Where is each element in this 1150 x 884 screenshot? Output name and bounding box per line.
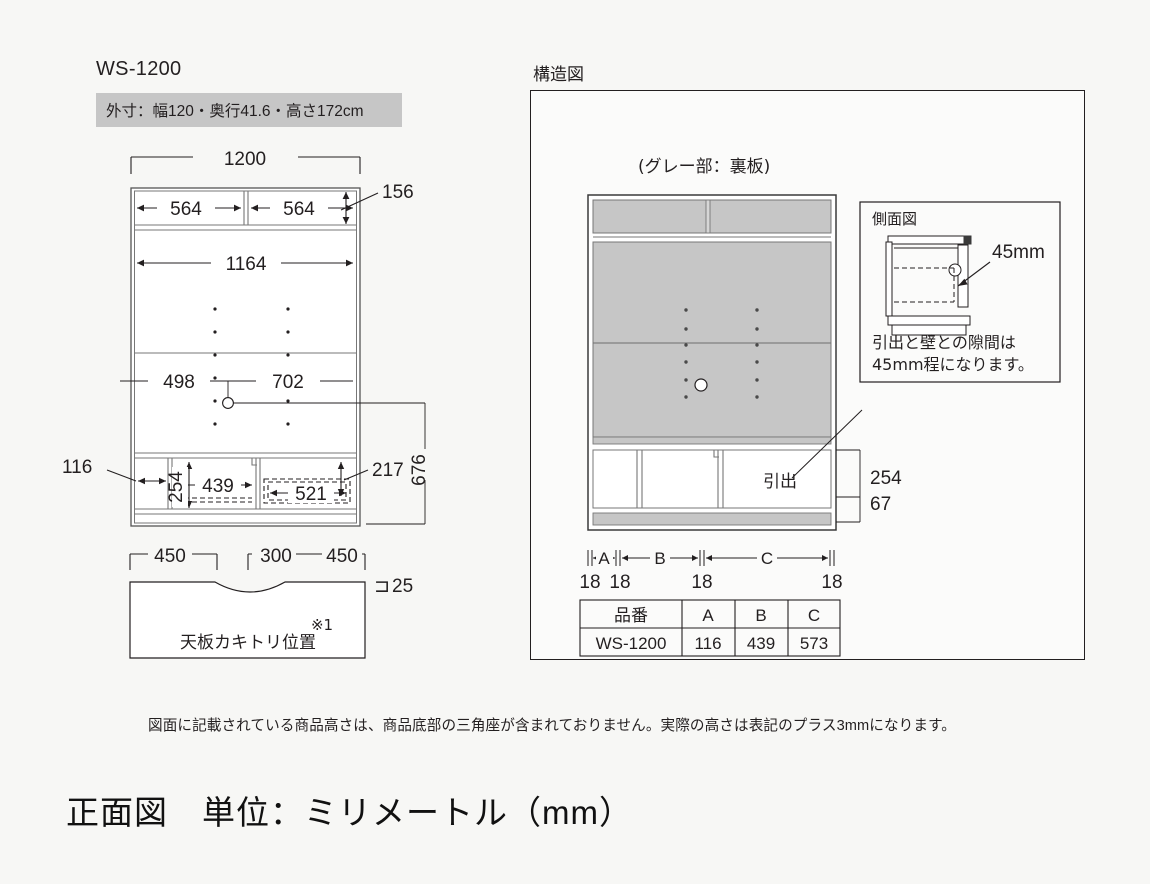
side-view-note-line2: 45mm程になります。	[872, 355, 1034, 374]
dim-top-height: 156	[382, 182, 414, 203]
table-cell-b: 439	[747, 634, 775, 653]
seg-thickness-0: 18	[579, 572, 600, 593]
dim-shelf-right: 702	[272, 372, 304, 393]
table-header-0: 品番	[614, 606, 648, 626]
dim-overall-width: 1200	[224, 149, 266, 170]
dim-top-left-section: 564	[170, 199, 202, 220]
model-label: WS-1200	[96, 58, 182, 80]
spec-chip: 外寸：幅120・奥行41.6・高さ172cm	[96, 93, 402, 127]
cutout-note-mark: ※1	[311, 616, 333, 634]
dim-drawer-left-height: 254	[166, 471, 187, 503]
dim-top-right-section: 564	[283, 199, 315, 220]
seg-thickness-a: 18	[609, 572, 630, 593]
dim-cutout-left: 450	[154, 546, 186, 567]
table-header-1: A	[702, 606, 714, 625]
seg-label-b: B	[654, 549, 665, 568]
table-header-3: C	[808, 606, 820, 625]
spec-chip-text: 外寸：幅120・奥行41.6・高さ172cm	[106, 103, 364, 120]
dim-cutout-depth: 25	[392, 576, 413, 597]
gray-area-note: (グレー部：裏板)	[638, 156, 770, 177]
page-title: 正面図 単位：ミリメートル（mm）	[66, 794, 633, 831]
dim-struct-height-lower: 67	[870, 494, 891, 515]
cutout-view-drawing: 450 300 450 ⊐ 25 ※1 天板カキトリ位置	[100, 536, 430, 671]
seg-label-c: C	[761, 549, 773, 568]
table-cell-a: 116	[694, 634, 721, 653]
cutout-label: 天板カキトリ位置	[180, 633, 316, 653]
seg-thickness-b: 18	[691, 572, 712, 593]
drawer-label: 引出	[763, 472, 797, 492]
dim-cutout-depth-prefix: ⊐	[374, 576, 390, 597]
table-cell-c: 573	[800, 634, 828, 653]
dim-drawer-right-width: 521	[295, 484, 327, 505]
structure-view-label: 構造図	[533, 65, 584, 84]
dim-side-panel: 116	[62, 457, 92, 478]
dim-drawer-right-height: 217	[372, 460, 404, 481]
dim-cutout-right: 450	[326, 546, 358, 567]
dim-cutout-mid: 300	[260, 546, 292, 567]
table-header-2: B	[755, 606, 766, 625]
side-view-title: 側面図	[872, 210, 917, 228]
front-view-drawing: 1200 564 564 156	[60, 140, 480, 540]
structure-view-drawing: (グレー部：裏板)	[530, 90, 1090, 665]
side-view-callout: 45mm	[992, 242, 1045, 263]
seg-label-a: A	[598, 549, 610, 568]
dim-inner-width: 1164	[226, 254, 267, 275]
dim-lower-total-height: 676	[409, 454, 430, 486]
seg-thickness-c: 18	[821, 572, 842, 593]
side-view-note-line1: 引出と壁との隙間は	[872, 333, 1016, 352]
dim-drawer-left-width: 439	[202, 476, 234, 497]
dim-shelf-left: 498	[163, 372, 195, 393]
table-cell-model: WS-1200	[596, 634, 667, 653]
dim-struct-height-upper: 254	[870, 468, 902, 489]
footer-note: 図面に記載されている商品高さは、商品底部の三角座が含まれておりません。実際の高さ…	[148, 718, 956, 734]
